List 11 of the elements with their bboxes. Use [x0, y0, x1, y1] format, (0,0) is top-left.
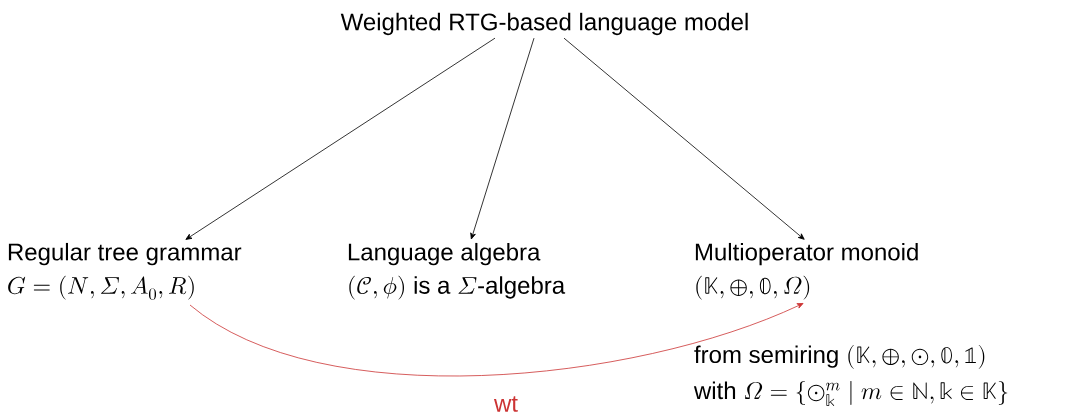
arrow [185, 37, 496, 240]
concept-text: Multioperator monoid $(\mathbb{K}, \oplus, \mathbb{0}, \Omega)$ [695, 242, 918, 300]
concept-text: Language algebra $(\mathcal{C}, \phi)\text{ is a }\Sigma\text{-algebra}$ [348, 242, 566, 300]
arrow [563, 37, 805, 240]
formula-text: $\text{from semiring }(\mathbb{K}, \oplus, \odot, \mathbb{0}, \mathbb{1})$ [694, 344, 985, 369]
edge-label: wt [492, 394, 520, 414]
heading-text: Weighted RTG-based language model [340, 12, 748, 36]
arrow [470, 37, 535, 240]
arrow [189, 303, 804, 376]
concept-text: Regular tree grammar $G = (N, \Sigma, A_0, R)$ [8, 242, 242, 300]
formula-text: $\text{with }\Omega = \{\odot^m_{\mathbb{k}} \mid m \in \mathbb{N}, \mathbb{k} \in \mathbb{K}\}$ [693, 380, 1008, 406]
